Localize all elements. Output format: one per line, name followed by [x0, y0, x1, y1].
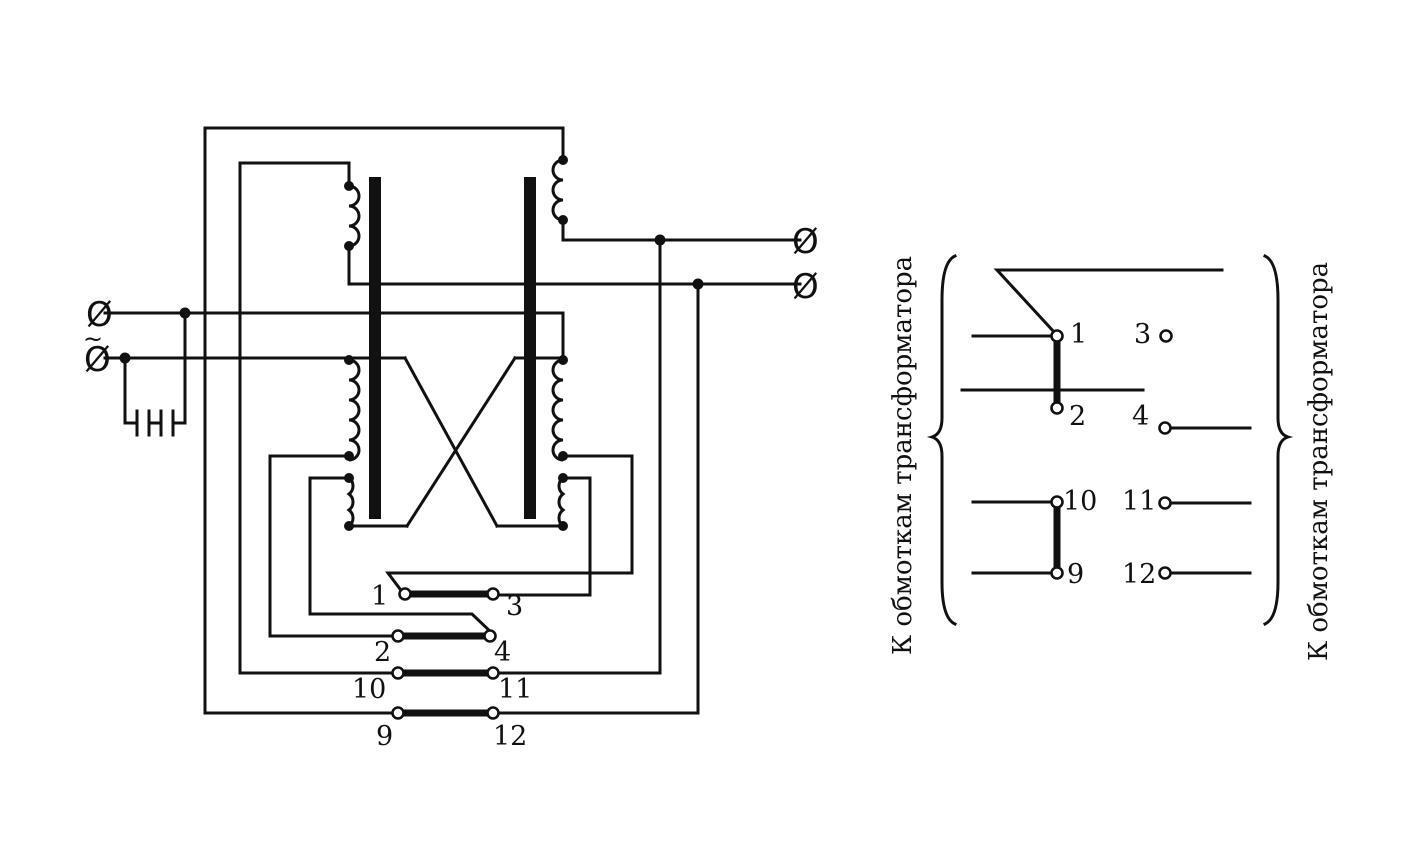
- jumper-detail: 1 3 2 4 10 11 9 12 К обмоткам трансформа…: [888, 254, 1334, 661]
- detail-label-9: 9: [1067, 559, 1084, 590]
- detail-label-12: 12: [1122, 559, 1156, 590]
- detail-label-11: 11: [1122, 486, 1156, 517]
- left-upper-coil: [348, 184, 361, 248]
- detail-label-3: 3: [1134, 319, 1151, 350]
- board-label-1: 1: [371, 581, 388, 612]
- ac-tilde: ~: [83, 325, 103, 353]
- left-brace: [926, 254, 957, 626]
- jumper-wires: [960, 268, 1252, 575]
- detail-label-2: 2: [1069, 401, 1086, 432]
- left-core: [369, 177, 381, 519]
- left-primary-coil: [348, 358, 361, 462]
- board-label-11: 11: [498, 674, 532, 705]
- supply-terminal-2: Ø: [84, 340, 111, 380]
- right-caption: К обмоткам трансформатора: [1304, 262, 1334, 661]
- junction-dots: [119, 155, 704, 531]
- detail-label-1: 1: [1070, 319, 1087, 350]
- detail-label-4: 4: [1132, 401, 1149, 432]
- right-lower-coil: [557, 476, 566, 528]
- supply-terminal-1: Ø: [86, 295, 113, 335]
- board-label-12: 12: [493, 721, 527, 752]
- right-brace: [1263, 254, 1294, 626]
- transformer-schematic: 1 3 2 4 10 11 9 12 Ø Ø ~ Ø Ø: [83, 126, 819, 752]
- terminal-board: 1 3 2 4 10 11 9 12: [352, 581, 532, 752]
- board-label-2: 2: [374, 637, 391, 668]
- board-label-4: 4: [494, 637, 511, 668]
- right-core: [524, 177, 536, 519]
- output-terminal-2: Ø: [792, 267, 819, 307]
- right-primary-coil: [551, 358, 564, 462]
- board-label-9: 9: [376, 721, 393, 752]
- wires: [103, 126, 802, 717]
- connection-symbols: Ø Ø ~ Ø Ø: [83, 222, 819, 380]
- left-lower-coil: [346, 476, 355, 528]
- coils: [346, 158, 566, 528]
- output-terminal-1: Ø: [792, 222, 819, 262]
- board-label-10: 10: [352, 674, 386, 705]
- board-label-3: 3: [506, 591, 523, 622]
- left-caption: К обмоткам трансформатора: [888, 256, 918, 655]
- detail-label-10: 10: [1063, 486, 1097, 517]
- right-upper-coil: [551, 158, 564, 222]
- jumper-terminals: [1050, 329, 1173, 580]
